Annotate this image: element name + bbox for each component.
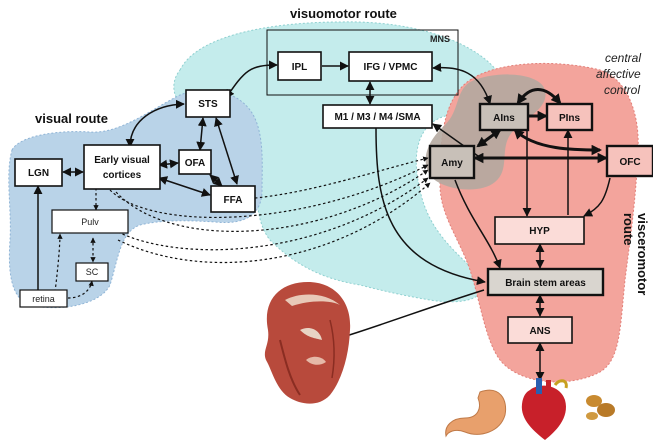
central-label-1: central bbox=[605, 51, 641, 65]
node-ofa-label: OFA bbox=[185, 158, 206, 169]
node-sc-label: SC bbox=[86, 267, 99, 277]
node-pins bbox=[545, 102, 594, 132]
central-label-2: affective bbox=[596, 67, 641, 81]
svg-text:route: route bbox=[621, 213, 636, 246]
node-m1-sma-label: M1 / M3 / M4 /SMA bbox=[334, 112, 420, 123]
kidneys-illustration bbox=[586, 395, 615, 420]
node-ains bbox=[478, 102, 530, 132]
node-early-visual-label-2: cortices bbox=[103, 170, 142, 181]
conn bbox=[454, 179, 502, 269]
node-brainstem-label: Brain stem areas bbox=[505, 278, 586, 289]
svg-text:visceromotor: visceromotor bbox=[635, 213, 650, 295]
node-ofc bbox=[605, 144, 653, 178]
conn bbox=[225, 60, 278, 99]
conn bbox=[158, 159, 179, 169]
node-hyp-label: HYP bbox=[529, 226, 550, 237]
dotted-conn bbox=[117, 177, 429, 251]
node-early-visual-label-1: Early visual bbox=[94, 155, 150, 166]
mns-label: MNS bbox=[430, 34, 450, 44]
node-amy-label: Amy bbox=[441, 158, 463, 169]
dotted-conn bbox=[117, 182, 431, 264]
node-m1-sma bbox=[322, 104, 433, 129]
dotted-conn bbox=[109, 164, 429, 218]
node-early-visual bbox=[83, 144, 161, 190]
node-lgn-label: LGN bbox=[28, 168, 49, 179]
dotted-conn bbox=[54, 233, 63, 293]
node-ofc-label: OFC bbox=[619, 157, 640, 168]
dotted-conn bbox=[115, 169, 429, 232]
node-retina bbox=[19, 289, 68, 308]
dotted-conn bbox=[67, 280, 94, 299]
node-ofa bbox=[178, 149, 212, 175]
node-retina-label: retina bbox=[32, 294, 55, 304]
conn-thick bbox=[516, 88, 562, 105]
node-pulv-label: Pulv bbox=[81, 217, 99, 227]
stomach-illustration bbox=[445, 389, 507, 438]
node-brainstem bbox=[486, 267, 605, 297]
node-amy bbox=[428, 144, 476, 180]
node-lgn bbox=[14, 158, 63, 187]
conn bbox=[125, 99, 185, 148]
conn bbox=[158, 176, 211, 197]
node-ifg-vpmc-label: IFG / VPMC bbox=[364, 62, 418, 73]
visual-route-label: visual route bbox=[35, 111, 108, 126]
node-ipl-label: IPL bbox=[292, 62, 308, 73]
conn bbox=[209, 174, 223, 187]
conn-thick bbox=[513, 128, 603, 156]
conn-thick bbox=[476, 128, 502, 148]
node-pins-label: PIns bbox=[559, 113, 581, 124]
node-sc bbox=[75, 262, 109, 282]
node-pulv bbox=[51, 209, 129, 234]
conn bbox=[214, 117, 239, 185]
central-label-3: control bbox=[604, 83, 640, 97]
heart-illustration bbox=[521, 378, 568, 440]
node-ffa-label: FFA bbox=[224, 195, 243, 206]
conn bbox=[432, 62, 492, 105]
node-sts-label: STS bbox=[198, 99, 218, 110]
conn bbox=[375, 127, 486, 286]
visuomotor-route-label: visuomotor route bbox=[290, 6, 397, 21]
node-ans bbox=[507, 316, 573, 344]
node-sts bbox=[185, 89, 231, 118]
node-ains-label: AIns bbox=[493, 113, 515, 124]
node-ffa bbox=[210, 185, 256, 213]
node-ans-label: ANS bbox=[529, 326, 550, 337]
node-ifg-vpmc bbox=[348, 51, 433, 82]
visceromotor-route-label-2: route bbox=[621, 213, 636, 246]
head-muscle-illustration bbox=[264, 282, 351, 404]
visceromotor-route-label: visceromotor bbox=[635, 213, 650, 295]
node-hyp bbox=[494, 216, 585, 245]
node-ipl bbox=[277, 51, 322, 81]
conn bbox=[196, 117, 207, 151]
conn bbox=[583, 177, 611, 217]
